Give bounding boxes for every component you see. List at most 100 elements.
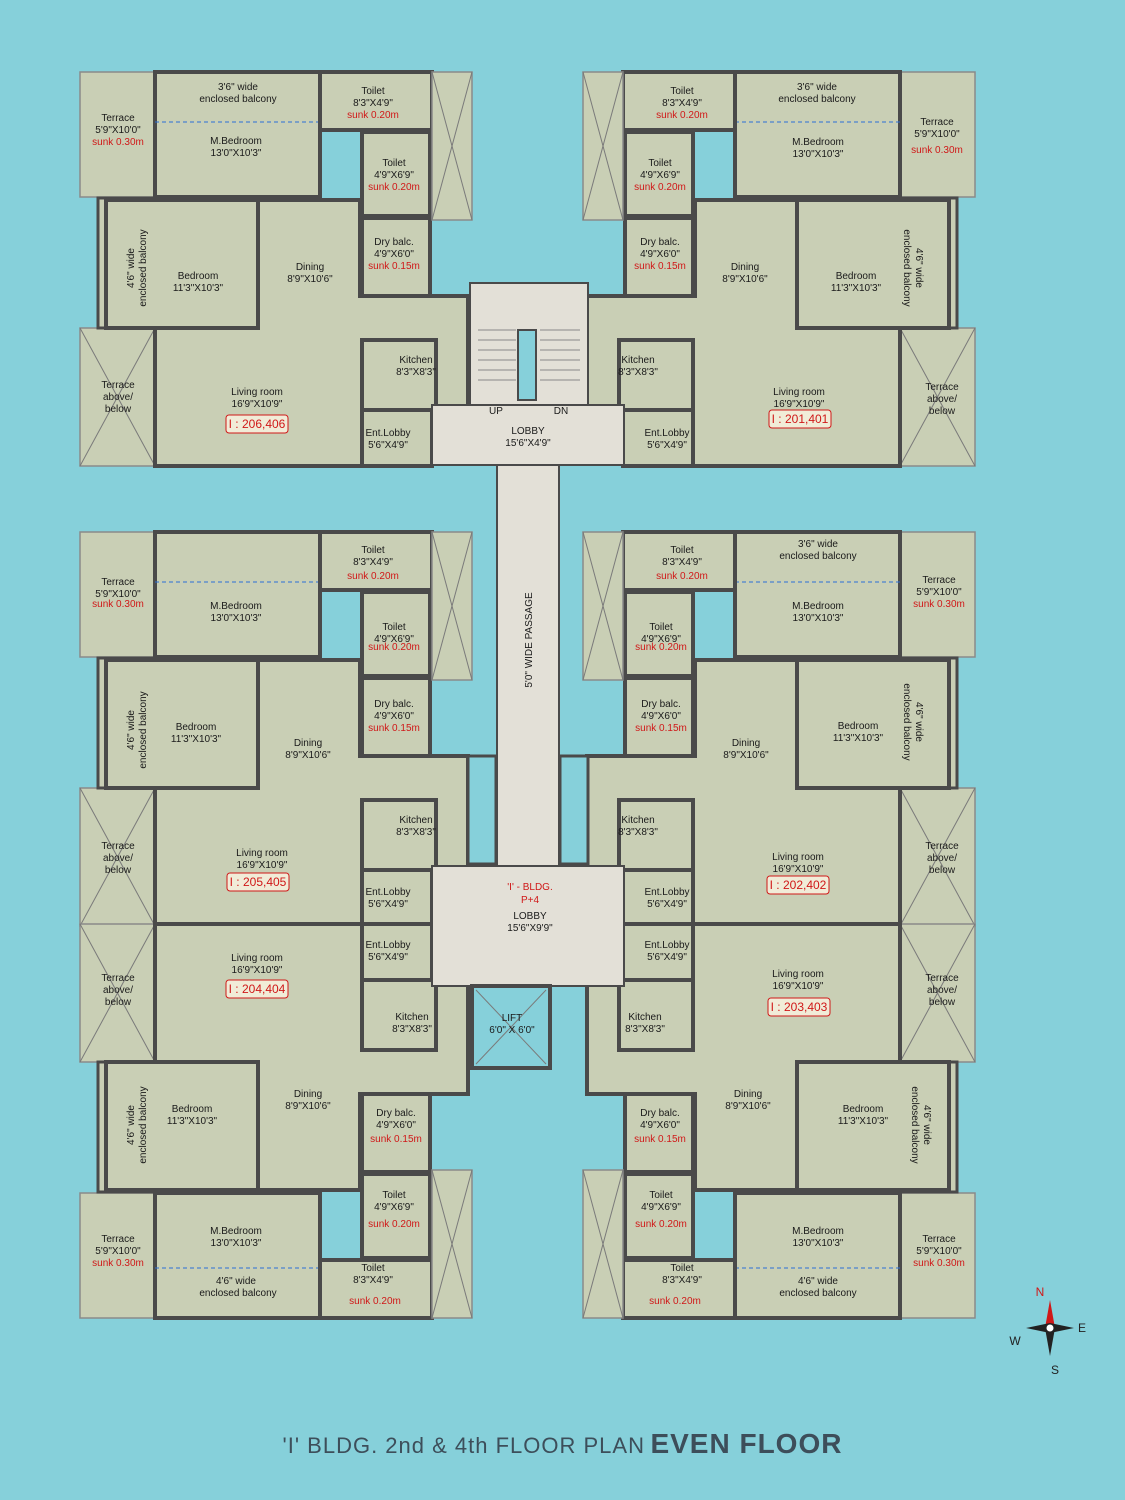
- svg-text:Ent.Lobby: Ent.Lobby: [365, 940, 410, 951]
- passage-label: 5'0" WIDE PASSAGE: [524, 592, 535, 688]
- svg-text:enclosed balcony: enclosed balcony: [138, 229, 149, 306]
- svg-text:16'9"X10'9": 16'9"X10'9": [774, 399, 825, 410]
- svg-text:Terrace: Terrace: [925, 382, 959, 393]
- svg-text:sunk 0.20m: sunk 0.20m: [349, 1296, 401, 1307]
- svg-text:Dry balc.: Dry balc.: [374, 699, 413, 710]
- svg-text:Dry balc.: Dry balc.: [376, 1108, 415, 1119]
- svg-text:sunk 0.30m: sunk 0.30m: [92, 1258, 144, 1269]
- svg-text:Bedroom: Bedroom: [172, 1104, 213, 1115]
- svg-text:sunk 0.30m: sunk 0.30m: [911, 145, 963, 156]
- svg-text:16'9"X10'9": 16'9"X10'9": [773, 981, 824, 992]
- svg-text:8'3"X4'9": 8'3"X4'9": [662, 98, 702, 109]
- svg-text:sunk 0.20m: sunk 0.20m: [634, 182, 686, 193]
- svg-text:sunk 0.20m: sunk 0.20m: [656, 110, 708, 121]
- svg-text:5'9"X10'0": 5'9"X10'0": [95, 125, 141, 136]
- plan-title-emphasis: EVEN FLOOR: [650, 1428, 843, 1459]
- svg-text:8'3"X8'3": 8'3"X8'3": [625, 1024, 665, 1035]
- svg-text:Terrace: Terrace: [925, 841, 959, 852]
- svg-text:4'9"X6'9": 4'9"X6'9": [374, 634, 414, 645]
- svg-text:16'9"X10'9": 16'9"X10'9": [237, 860, 288, 871]
- svg-text:16'9"X10'9": 16'9"X10'9": [773, 864, 824, 875]
- svg-text:enclosed balcony: enclosed balcony: [901, 229, 912, 306]
- svg-text:4'9"X6'9": 4'9"X6'9": [641, 634, 681, 645]
- svg-text:Ent.Lobby: Ent.Lobby: [365, 428, 410, 439]
- svg-text:13'0"X10'3": 13'0"X10'3": [793, 149, 844, 160]
- svg-text:16'9"X10'9": 16'9"X10'9": [232, 399, 283, 410]
- svg-text:Bedroom: Bedroom: [843, 1104, 884, 1115]
- svg-text:Kitchen: Kitchen: [399, 355, 432, 366]
- svg-text:Terrace: Terrace: [101, 113, 135, 124]
- lobby-mid-dim: 15'6"X9'9": [507, 923, 553, 934]
- svg-text:8'3"X4'9": 8'3"X4'9": [662, 1275, 702, 1286]
- svg-text:4'9"X6'0": 4'9"X6'0": [374, 249, 414, 260]
- svg-text:8'3"X4'9": 8'3"X4'9": [353, 98, 393, 109]
- svg-text:below: below: [929, 406, 956, 417]
- svg-text:Bedroom: Bedroom: [836, 271, 877, 282]
- svg-text:8'9"X10'6": 8'9"X10'6": [285, 1101, 331, 1112]
- svg-text:8'9"X10'6": 8'9"X10'6": [723, 750, 769, 761]
- labels-br: Ent.Lobby 5'6"X4'9" Living room 16'9"X10…: [625, 940, 965, 1307]
- svg-text:11'3"X10'3": 11'3"X10'3": [171, 734, 222, 745]
- svg-text:Living room: Living room: [231, 953, 283, 964]
- svg-text:Toilet: Toilet: [361, 86, 385, 97]
- compass-e: E: [1078, 1321, 1086, 1335]
- svg-text:enclosed balcony: enclosed balcony: [909, 1086, 920, 1163]
- svg-text:Dry balc.: Dry balc.: [640, 237, 679, 248]
- svg-text:Bedroom: Bedroom: [178, 271, 219, 282]
- svg-text:5'9"X10'0": 5'9"X10'0": [916, 587, 962, 598]
- svg-text:above/: above/: [103, 853, 133, 864]
- svg-text:M.Bedroom: M.Bedroom: [210, 1226, 262, 1237]
- svg-text:11'3"X10'3": 11'3"X10'3": [167, 1116, 218, 1127]
- svg-text:16'9"X10'9": 16'9"X10'9": [232, 965, 283, 976]
- svg-text:4'9"X6'0": 4'9"X6'0": [641, 711, 681, 722]
- svg-text:sunk 0.20m: sunk 0.20m: [347, 571, 399, 582]
- stair-dn-label: DN: [554, 406, 568, 417]
- compass-n: N: [1036, 1285, 1045, 1299]
- svg-text:Toilet: Toilet: [670, 1263, 694, 1274]
- svg-text:4'9"X6'9": 4'9"X6'9": [374, 170, 414, 181]
- svg-text:Terrace: Terrace: [101, 380, 135, 391]
- svg-text:sunk 0.20m: sunk 0.20m: [635, 1219, 687, 1230]
- svg-text:5'9"X10'0": 5'9"X10'0": [914, 129, 960, 140]
- svg-text:13'0"X10'3": 13'0"X10'3": [211, 148, 262, 159]
- svg-text:sunk 0.15m: sunk 0.15m: [370, 1134, 422, 1145]
- svg-text:Terrace: Terrace: [101, 841, 135, 852]
- svg-text:Terrace: Terrace: [925, 973, 959, 984]
- svg-text:11'3"X10'3": 11'3"X10'3": [173, 283, 224, 294]
- svg-text:enclosed balcony: enclosed balcony: [779, 1288, 856, 1299]
- mid-lobby: [431, 865, 625, 987]
- bldg-label: 'I' - BLDG.: [507, 882, 553, 893]
- svg-text:Living room: Living room: [772, 969, 824, 980]
- svg-text:enclosed balcony: enclosed balcony: [199, 1288, 276, 1299]
- svg-text:sunk 0.20m: sunk 0.20m: [656, 571, 708, 582]
- svg-text:Toilet: Toilet: [670, 545, 694, 556]
- svg-text:3'6" wide: 3'6" wide: [797, 82, 837, 93]
- svg-text:8'9"X10'6": 8'9"X10'6": [287, 274, 333, 285]
- svg-text:above/: above/: [927, 394, 957, 405]
- svg-text:Dining: Dining: [734, 1089, 762, 1100]
- svg-text:sunk 0.30m: sunk 0.30m: [92, 137, 144, 148]
- svg-text:M.Bedroom: M.Bedroom: [210, 601, 262, 612]
- svg-text:M.Bedroom: M.Bedroom: [792, 137, 844, 148]
- svg-text:Ent.Lobby: Ent.Lobby: [365, 887, 410, 898]
- svg-text:Kitchen: Kitchen: [399, 815, 432, 826]
- svg-text:Living room: Living room: [772, 852, 824, 863]
- svg-text:Toilet: Toilet: [361, 545, 385, 556]
- svg-text:3'6" wide: 3'6" wide: [218, 82, 258, 93]
- svg-text:Dry balc.: Dry balc.: [641, 699, 680, 710]
- lobby-top-name: LOBBY: [511, 426, 545, 437]
- svg-text:Living room: Living room: [231, 387, 283, 398]
- svg-text:Toilet: Toilet: [382, 158, 406, 169]
- svg-text:13'0"X10'3": 13'0"X10'3": [793, 1238, 844, 1249]
- flat-number-tr: I : 201,401: [772, 412, 829, 426]
- svg-text:sunk 0.15m: sunk 0.15m: [368, 261, 420, 272]
- svg-text:4'9"X6'9": 4'9"X6'9": [640, 170, 680, 181]
- svg-text:8'3"X8'3": 8'3"X8'3": [396, 827, 436, 838]
- plan-title-prefix: 'I' BLDG. 2nd & 4th FLOOR PLAN: [282, 1433, 645, 1458]
- svg-text:Ent.Lobby: Ent.Lobby: [644, 887, 689, 898]
- svg-text:enclosed balcony: enclosed balcony: [138, 1086, 149, 1163]
- svg-text:4'9"X6'0": 4'9"X6'0": [640, 1120, 680, 1131]
- svg-text:below: below: [929, 865, 956, 876]
- svg-text:5'6"X4'9": 5'6"X4'9": [647, 899, 687, 910]
- svg-text:Dining: Dining: [294, 738, 322, 749]
